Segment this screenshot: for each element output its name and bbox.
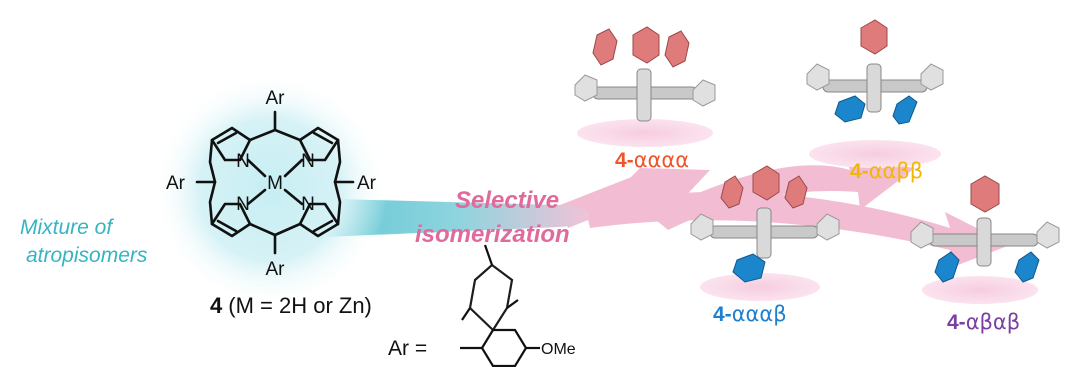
ar-bottom-label: Ar: [266, 259, 286, 280]
nitrogen-tr: N: [301, 151, 315, 172]
nitrogen-bl: N: [236, 194, 250, 215]
isomer-label-aaab: 4-αααβ: [713, 302, 787, 326]
isomer-model-aabb: [806, 19, 944, 168]
nitrogen-tl: N: [236, 151, 250, 172]
compound-condition: (M = 2H or Zn): [228, 293, 372, 318]
mixture-label-line2: atropisomers: [26, 244, 148, 267]
mesityl-structure: [460, 244, 540, 367]
ar-right-label: Ar: [357, 173, 377, 194]
compound-number: 4: [210, 293, 223, 318]
ome-substituent: OMe: [541, 341, 576, 358]
ar-definition-prefix: Ar =: [388, 337, 427, 360]
isomerization-arrows: [560, 158, 1010, 270]
process-label-line1: Selective: [455, 187, 559, 214]
porphyrin-glow: [152, 72, 388, 308]
process-label-line2: isomerization: [415, 221, 570, 248]
compound-label: 4(M = 2H or Zn): [210, 293, 372, 318]
arrow-to-aabb: [650, 158, 915, 230]
metal-center: M: [267, 173, 283, 194]
isomer-label-abab: 4-αβαβ: [947, 310, 1020, 334]
isomer-label-aaaa: 4-αααα: [615, 148, 689, 172]
nitrogen-br: N: [301, 194, 315, 215]
isomer-model-aaaa: [574, 26, 716, 147]
porphyrin-structure: [195, 110, 355, 255]
isomer-model-abab: [910, 175, 1060, 304]
ar-left-label: Ar: [166, 173, 186, 194]
ar-top-label: Ar: [266, 88, 286, 109]
isomer-model-aaab: [690, 165, 840, 301]
mixture-label-line1: Mixture of: [20, 216, 114, 239]
arrow-to-abab: [585, 191, 1010, 270]
isomer-label-aabb: 4-ααββ: [850, 159, 923, 183]
